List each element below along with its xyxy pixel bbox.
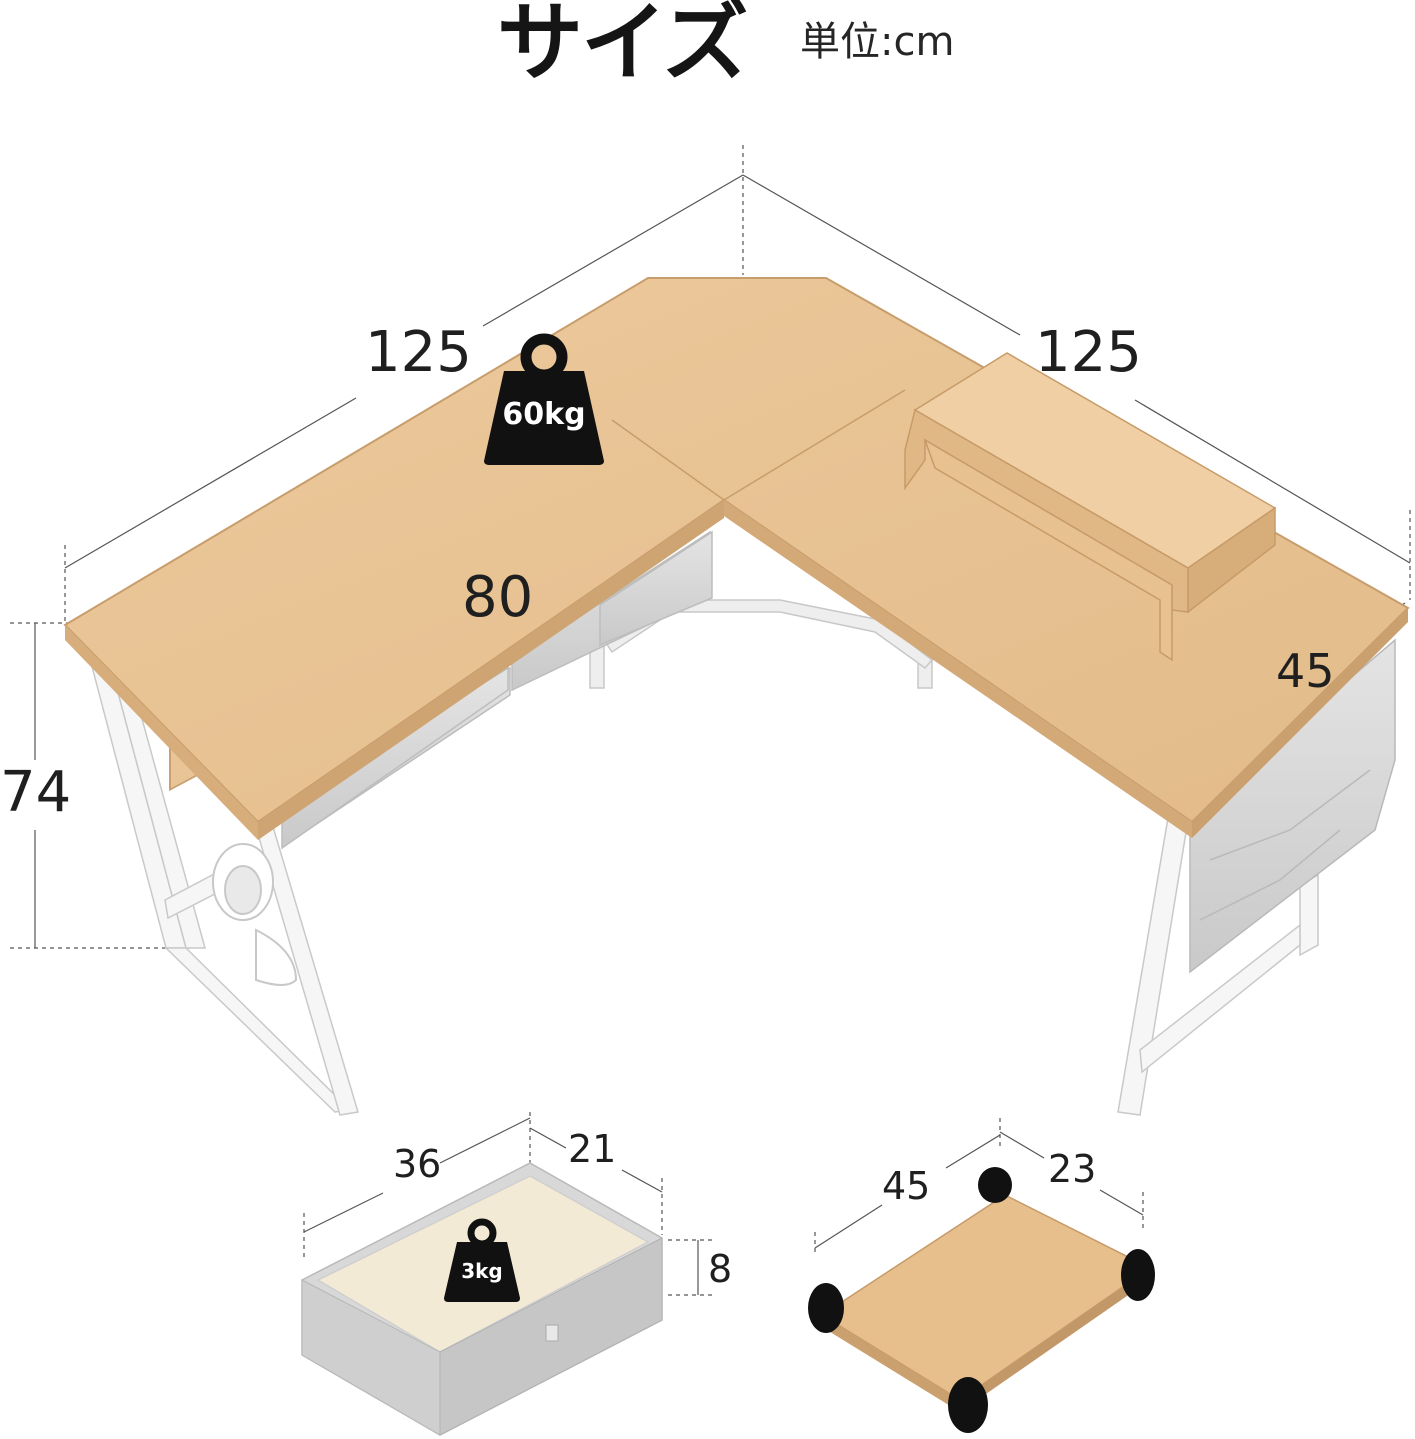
weight-60kg-icon: 60kg <box>484 333 604 465</box>
unit-label: 単位:cm <box>800 19 955 65</box>
drawer-length-label: 36 <box>393 1142 442 1186</box>
weight-3kg-icon: 3kg <box>444 1218 520 1302</box>
drawer-load-capacity: 3kg <box>461 1259 503 1283</box>
desk-drawers <box>281 530 713 850</box>
cpu-stand-illustration <box>808 1118 1155 1433</box>
cpu-stand-wheels <box>808 1167 1155 1433</box>
desk-left-frame <box>83 638 359 1116</box>
drawer-width-label: 21 <box>568 1127 617 1171</box>
cpu-stand-width-label: 23 <box>1048 1147 1097 1191</box>
drawer-height-label: 8 <box>708 1247 733 1291</box>
monitor-stand <box>904 352 1277 662</box>
side-storage-bag <box>1189 638 1396 974</box>
right-length-label: 125 <box>1035 320 1142 385</box>
desk-top <box>63 277 1410 840</box>
desk-load-capacity: 60kg <box>502 397 586 432</box>
cpu-stand-length-label: 45 <box>882 1164 931 1208</box>
left-depth-label: 80 <box>462 565 534 630</box>
left-length-label: 125 <box>365 320 472 385</box>
page-title: サイズ <box>497 0 748 93</box>
desk-height-label: 74 <box>0 760 72 825</box>
right-depth-label: 45 <box>1276 644 1335 698</box>
